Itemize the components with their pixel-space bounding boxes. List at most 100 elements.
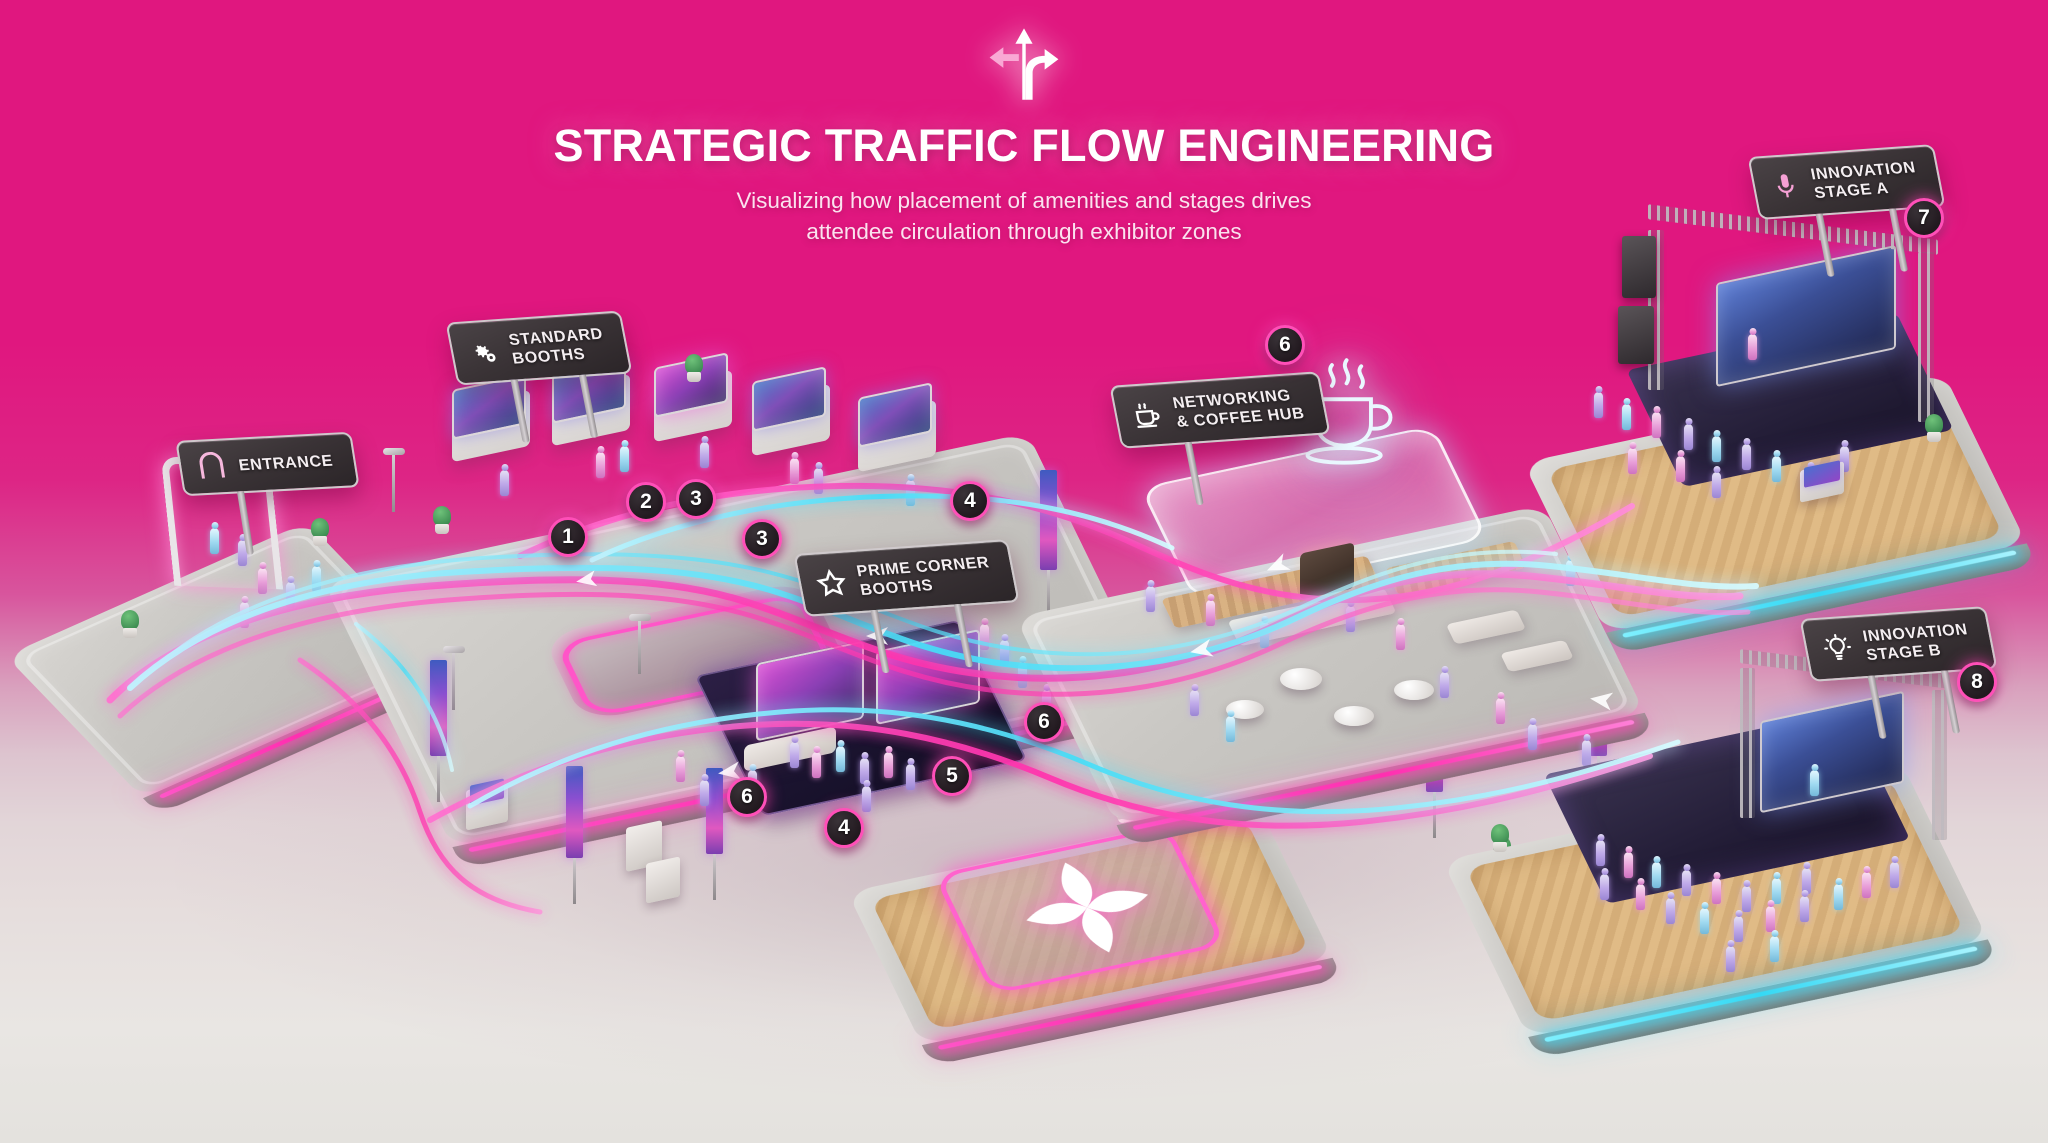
attendee: [1800, 896, 1809, 922]
sign-entrance[interactable]: ENTRANCE: [175, 431, 360, 555]
sign-line-1: STANDARD: [507, 325, 605, 349]
plant-pot: [1493, 842, 1507, 852]
attendee: [1600, 874, 1609, 900]
plant-leaf: [311, 518, 329, 538]
sign-innovation-stage-a[interactable]: INNOVATION STAGE A: [1747, 144, 1946, 277]
plant-leaf: [1925, 414, 1943, 434]
attendee: [1726, 946, 1735, 972]
subtitle-line-2: attendee circulation through exhibitor z…: [806, 219, 1242, 244]
attendee: [1734, 916, 1743, 942]
planter: [432, 506, 452, 534]
attendee: [1628, 448, 1637, 474]
floor-lamp: [443, 646, 465, 710]
attendee: [1000, 640, 1009, 666]
plant-pot: [313, 536, 327, 546]
attendee: [1146, 586, 1155, 612]
sign-coffee-hub-label: NETWORKING & COFFEE HUB: [1171, 386, 1306, 432]
banner-pole: [573, 858, 576, 904]
attendee: [1700, 908, 1709, 934]
attendee: [1676, 456, 1685, 482]
attendee: [980, 624, 989, 650]
vertical-banner: [430, 660, 447, 802]
arch-entrance-icon: [194, 451, 229, 482]
zone-badge-1[interactable]: 1: [548, 517, 588, 557]
attendee: [1596, 840, 1605, 866]
zone-badge-3b[interactable]: 3: [742, 519, 782, 559]
planter: [1490, 824, 1510, 852]
sign-badge-stage-a[interactable]: 7: [1904, 198, 1944, 238]
planter: [1924, 414, 1944, 442]
plant-leaf: [1491, 824, 1509, 844]
attendee: [812, 752, 821, 778]
subtitle-line-1: Visualizing how placement of amenities a…: [736, 188, 1312, 213]
attendee: [700, 780, 709, 806]
planter: [684, 354, 704, 382]
attendee: [1682, 870, 1691, 896]
page-title: STRATEGIC TRAFFIC FLOW ENGINEERING: [553, 120, 1495, 171]
attendee: [1440, 672, 1449, 698]
attendee: [258, 568, 267, 594]
plant-leaf: [685, 354, 703, 374]
attendee: [1772, 456, 1781, 482]
attendee: [1226, 716, 1235, 742]
attendee: [884, 752, 893, 778]
planter: [310, 518, 330, 546]
attendee: [790, 742, 799, 768]
lightbulb-icon: [1820, 632, 1856, 664]
attendee: [1666, 898, 1675, 924]
attendee: [836, 746, 845, 772]
attendee: [1840, 446, 1849, 472]
attendee: [1582, 740, 1591, 766]
sign-stage-b-label: INNOVATION STAGE B: [1861, 620, 1973, 665]
attendee: [1712, 472, 1721, 498]
header: STRATEGIC TRAFFIC FLOW ENGINEERING Visua…: [0, 18, 2048, 247]
zone-badge-3a[interactable]: 3: [676, 479, 716, 519]
attendee: [1742, 886, 1751, 912]
attendee: [1766, 906, 1775, 932]
stage-a-speaker: [1622, 236, 1656, 298]
sign-standard-booths[interactable]: STANDARD BOOTHS: [445, 310, 633, 443]
attendee: [906, 764, 915, 790]
zone-badge-4-floor[interactable]: 4: [824, 808, 864, 848]
banner-pole: [713, 854, 716, 900]
attendee: [1018, 662, 1027, 688]
attendee: [1834, 884, 1843, 910]
gears-icon: [466, 336, 502, 368]
attendee: [862, 786, 871, 812]
attendee: [1802, 868, 1811, 894]
cafe-table: [1334, 706, 1374, 726]
cafe-table: [1394, 680, 1434, 700]
zone-badge-6-right[interactable]: 6: [1024, 702, 1064, 742]
vertical-banner: [1040, 470, 1057, 616]
zone-badge-6-left[interactable]: 6: [727, 777, 767, 817]
zone-badge-5[interactable]: 5: [932, 756, 972, 796]
sign-badge-stage-b[interactable]: 8: [1957, 662, 1997, 702]
attendee: [790, 458, 799, 484]
vertical-banner: [706, 768, 723, 900]
info-kiosk[interactable]: [646, 856, 680, 904]
star-icon: [814, 567, 850, 599]
stage-b-truss-vertical: [1932, 690, 1947, 840]
attendee: [700, 442, 709, 468]
sign-entrance-label: ENTRANCE: [237, 452, 335, 474]
sign-line-2: BOOTHS: [511, 345, 587, 368]
sign-line-1: INNOVATION: [1861, 621, 1970, 646]
vertical-banner: [566, 766, 583, 904]
planter: [120, 610, 140, 638]
attendee: [1712, 878, 1721, 904]
attendee: [1772, 878, 1781, 904]
sign-innovation-stage-b[interactable]: INNOVATION STAGE B: [1799, 606, 1998, 739]
sign-badge-coffee-hub[interactable]: 6: [1265, 325, 1305, 365]
sign-line-2: STAGE B: [1865, 642, 1943, 665]
attendee: [906, 480, 915, 506]
zone-badge-2[interactable]: 2: [626, 482, 666, 522]
attendee: [210, 528, 219, 554]
sign-networking-coffee-hub[interactable]: NETWORKING & COFFEE HUB: [1109, 371, 1331, 506]
attendee: [286, 582, 295, 608]
presenter-on-stage: [1748, 334, 1757, 360]
floor-lamp: [629, 614, 651, 674]
plant-pot: [687, 372, 701, 382]
attendee: [1890, 862, 1899, 888]
zone-badge-4-sign[interactable]: 4: [950, 481, 990, 521]
